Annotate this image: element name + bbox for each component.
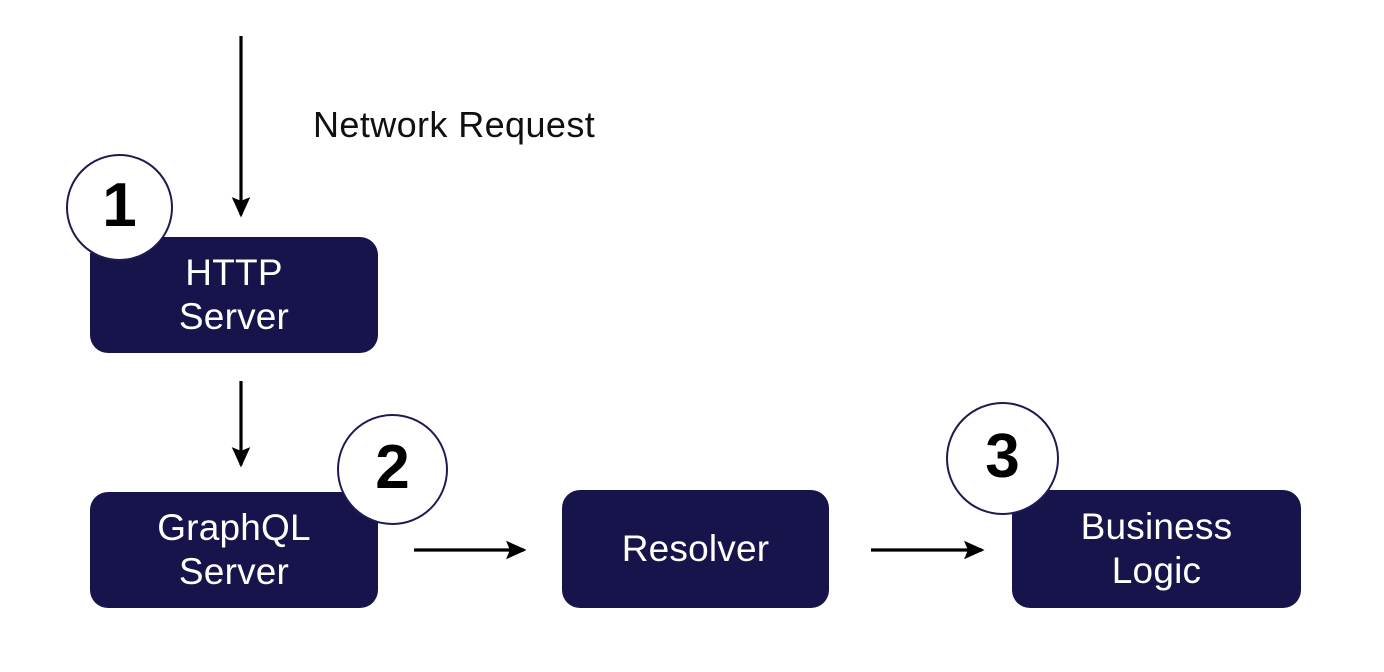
node-resolver-line1: Resolver <box>621 528 770 570</box>
node-graphql-server-line1: GraphQL <box>157 507 311 549</box>
step-badge-1-label: 1 <box>102 170 137 240</box>
node-business-logic[interactable]: Business Logic <box>1012 490 1301 608</box>
node-http-server-line1: HTTP <box>185 252 283 294</box>
step-badge-3[interactable]: 3 <box>946 402 1059 515</box>
node-business-logic-line2: Logic <box>1111 550 1202 591</box>
edge-label-network-request: Network Request <box>313 104 596 145</box>
node-business-logic-line1: Business <box>1080 506 1233 548</box>
node-resolver[interactable]: Resolver <box>562 490 829 608</box>
step-badge-1[interactable]: 1 <box>66 154 173 261</box>
step-badge-2[interactable]: 2 <box>337 414 448 525</box>
node-http-server-line2: Server <box>178 296 290 337</box>
step-badge-2-label: 2 <box>375 432 410 502</box>
node-graphql-server-line2: Server <box>178 551 290 592</box>
step-badge-3-label: 3 <box>985 421 1020 491</box>
node-graphql-server[interactable]: GraphQL Server <box>90 492 378 608</box>
